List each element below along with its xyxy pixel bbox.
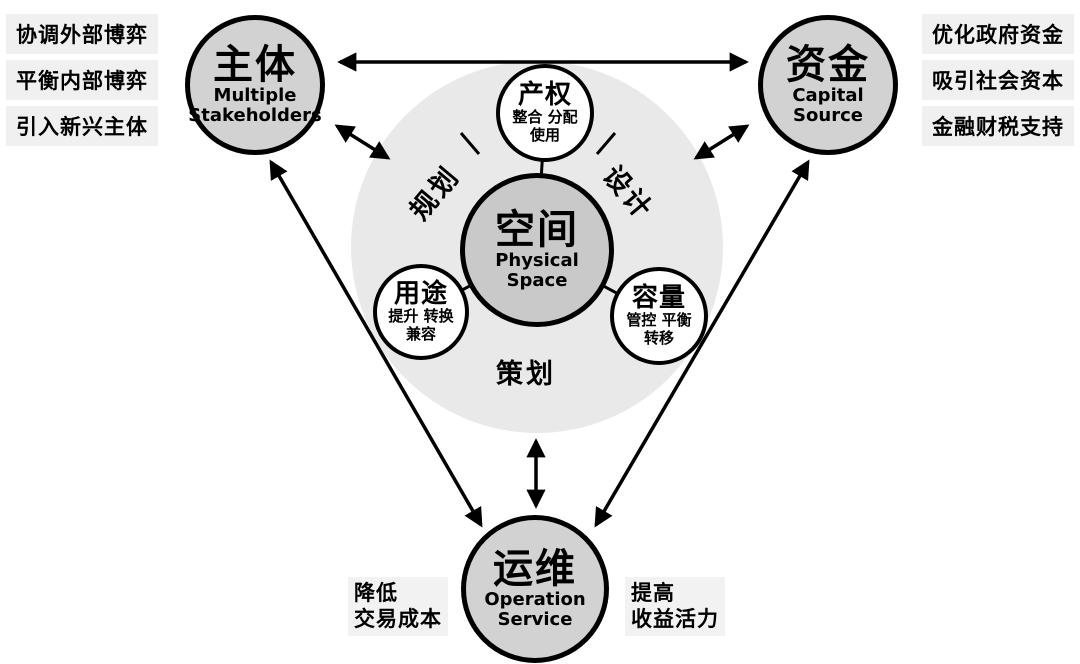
- node-capital-en2: Source: [793, 105, 863, 126]
- node-land-use-sub2: 兼容: [405, 324, 436, 343]
- ring-label-programming: 策划: [496, 359, 556, 390]
- node-operation-title: 运维: [493, 545, 577, 592]
- node-space: 空间 Physical Space: [460, 173, 614, 327]
- node-land-use: 用途 提升 转换 兼容: [373, 264, 469, 360]
- node-land-use-sub1: 提升 转换: [388, 307, 454, 326]
- node-operation-en2: Service: [497, 609, 573, 630]
- node-operation-en1: Operation: [484, 588, 586, 610]
- node-space-en2: Space: [506, 270, 568, 291]
- node-capacity-sub1: 管控 平衡: [626, 311, 692, 330]
- node-capital: 资金 Capital Source: [758, 15, 898, 155]
- node-capital-en1: Capital: [792, 84, 864, 106]
- node-capacity-sub2: 转移: [643, 328, 674, 347]
- node-property-rights: 产权 整合 分配 使用: [496, 64, 594, 162]
- right-label-1: 优化政府资金: [922, 14, 1074, 54]
- node-property-rights-sub2: 使用: [529, 125, 560, 144]
- node-stakeholders-en1: Multiple: [213, 84, 297, 106]
- node-space-title: 空间: [495, 206, 579, 253]
- bottom-left-label-line1: 降低: [354, 581, 398, 605]
- node-stakeholders-en2: Stakeholders: [188, 105, 322, 126]
- bottom-right-label: 提高 收益活力: [625, 577, 725, 636]
- arrow-capital-space: [693, 124, 750, 160]
- node-property-rights-title: 产权: [517, 80, 572, 111]
- left-label-2: 平衡内部博弈: [6, 60, 158, 100]
- bottom-left-label-line2: 交易成本: [354, 607, 442, 632]
- right-label-2: 吸引社会资本: [922, 60, 1074, 100]
- bottom-left-label: 降低 交易成本: [348, 577, 448, 636]
- node-space-en1: Physical: [495, 249, 579, 271]
- left-label-3: 引入新兴主体: [6, 106, 158, 146]
- node-capacity-title: 容量: [631, 283, 686, 314]
- right-label-3: 金融财税支持: [922, 106, 1074, 146]
- node-operation: 运维 Operation Service: [461, 515, 609, 663]
- node-property-rights-sub1: 整合 分配: [512, 108, 578, 127]
- bottom-right-label-line1: 提高: [631, 581, 675, 605]
- node-stakeholders-title: 主体: [213, 41, 297, 88]
- node-capacity: 容量 管控 平衡 转移: [610, 267, 708, 365]
- left-label-1: 协调外部博弈: [6, 14, 158, 54]
- bottom-right-label-line2: 收益活力: [631, 607, 719, 632]
- node-stakeholders: 主体 Multiple Stakeholders: [185, 15, 325, 155]
- node-capital-title: 资金: [786, 41, 870, 88]
- node-land-use-title: 用途: [393, 279, 448, 310]
